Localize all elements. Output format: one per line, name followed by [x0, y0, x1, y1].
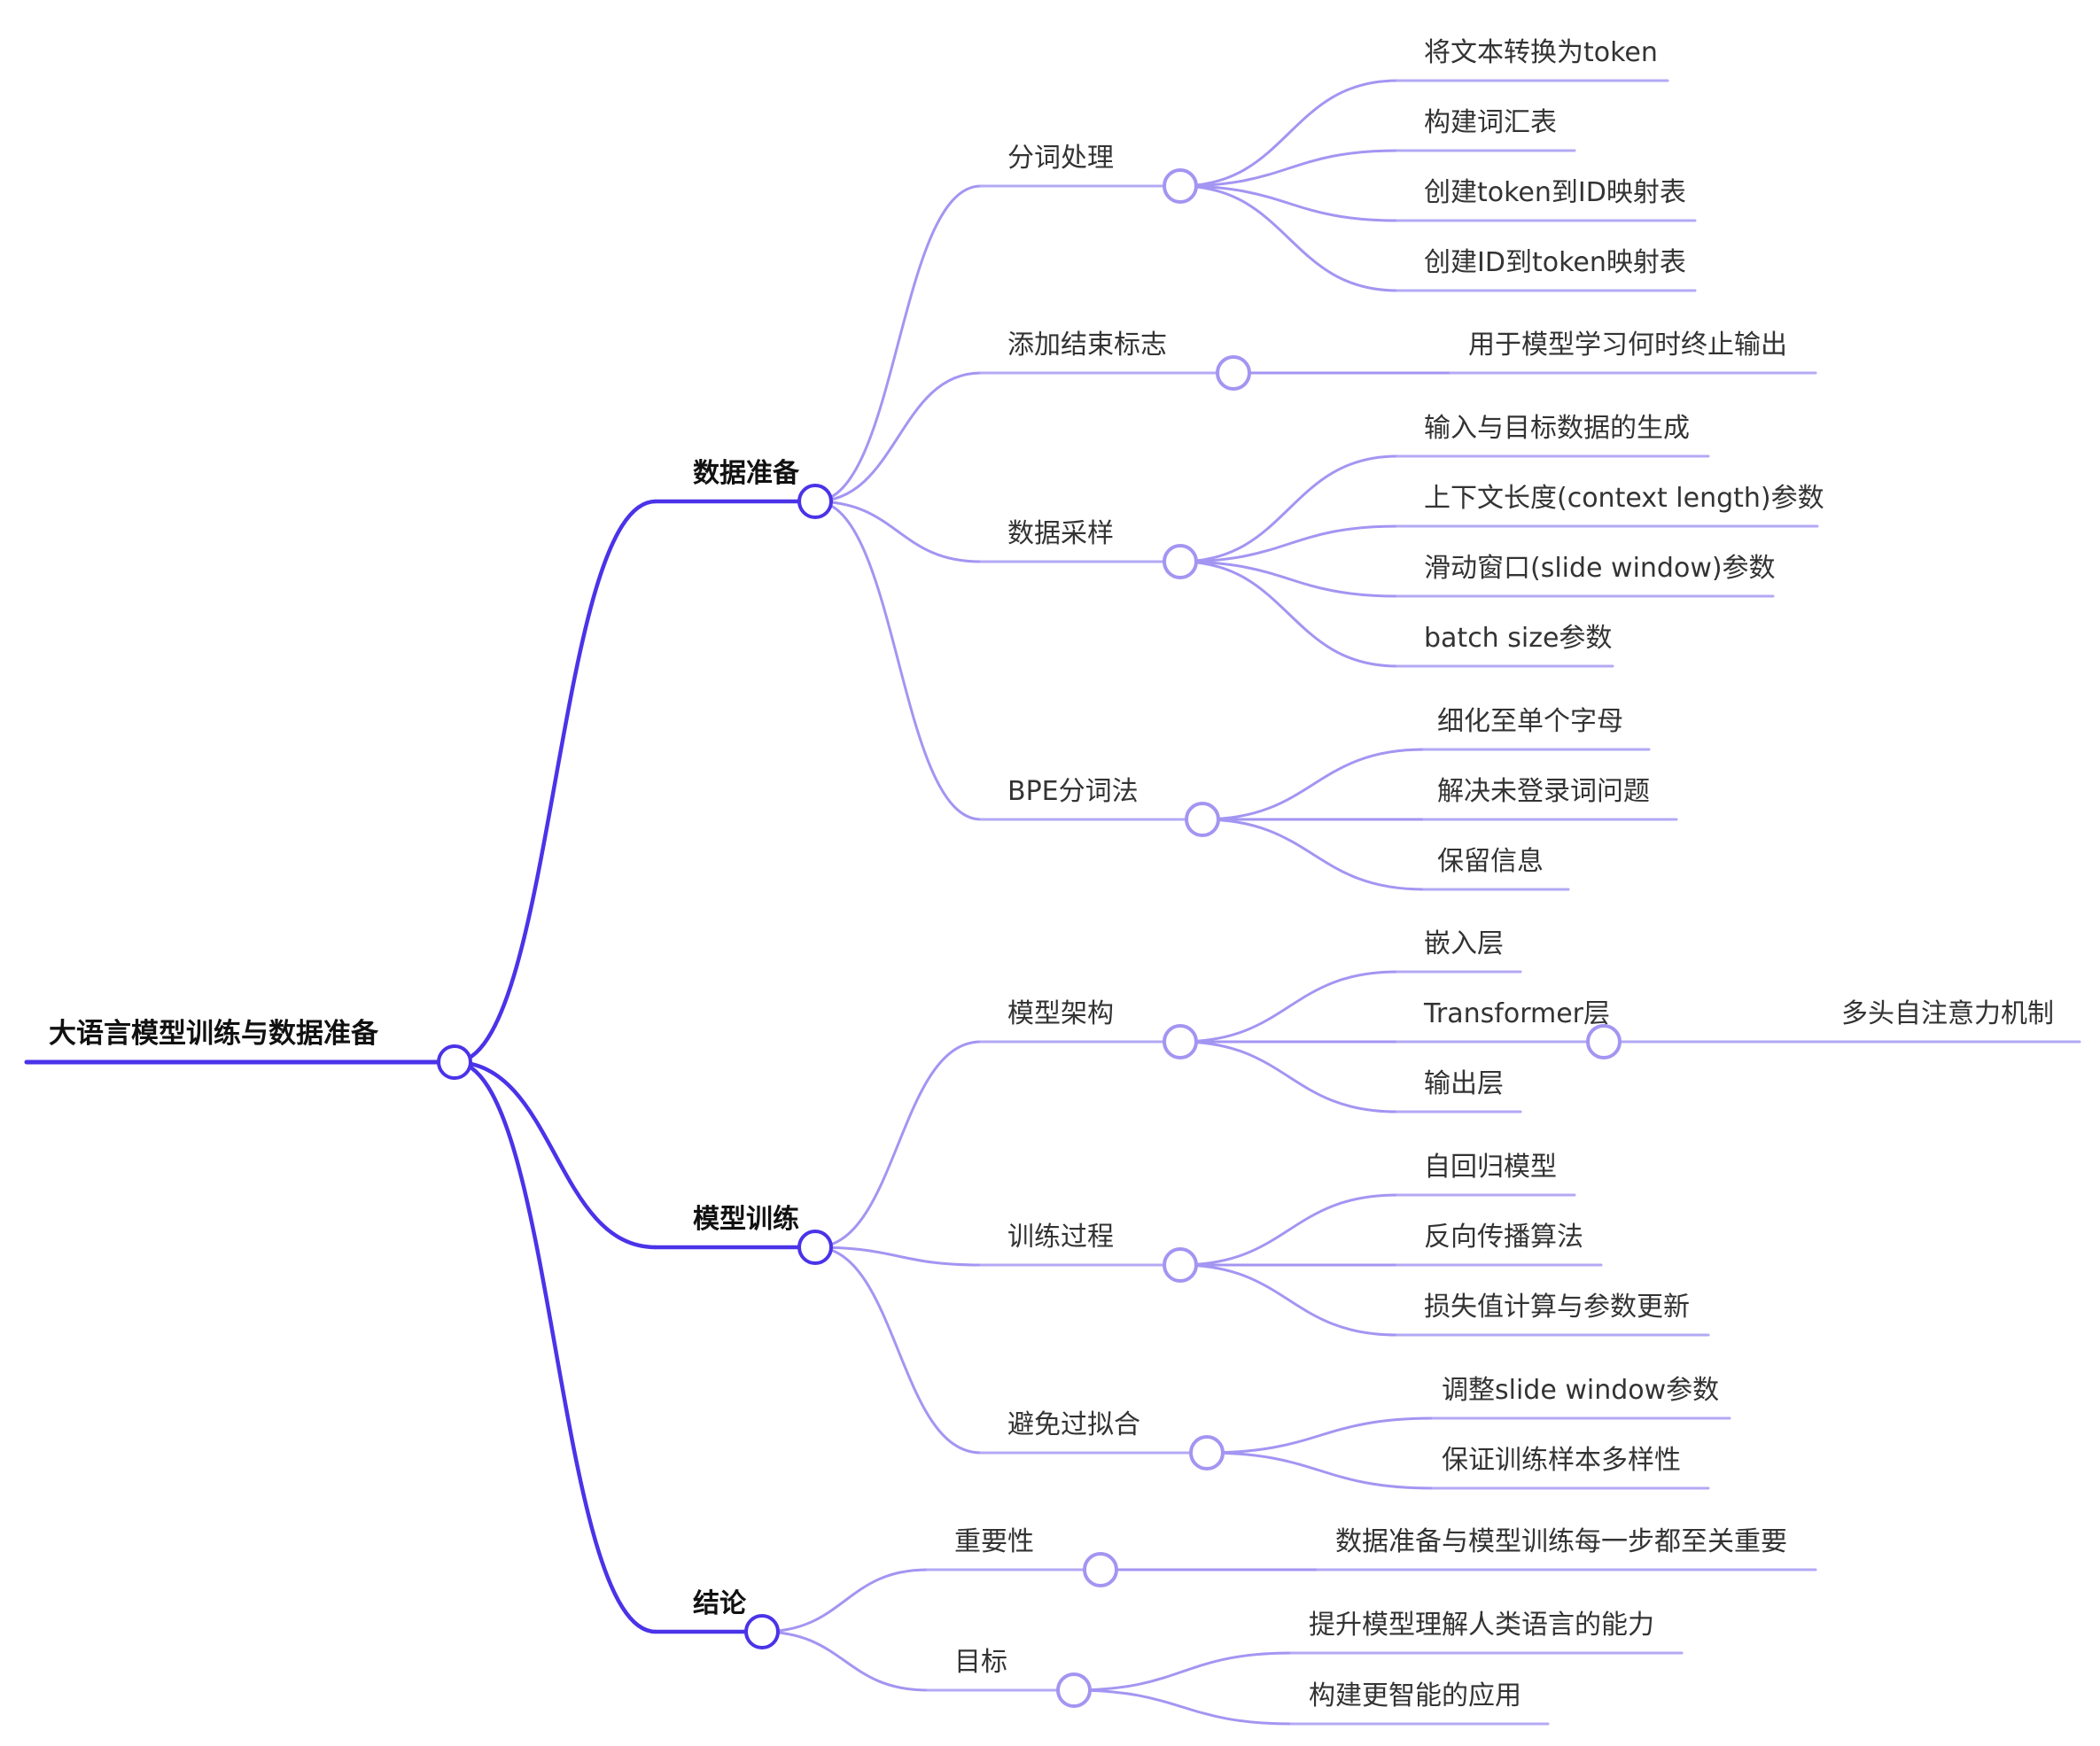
node-label[interactable]: BPE分词法 — [1007, 776, 1139, 807]
root-label[interactable]: 大语言模型训练与数据准备 — [49, 1018, 379, 1050]
node-label[interactable]: 创建ID到token映射表 — [1424, 247, 1686, 278]
edge — [814, 371, 982, 503]
edge — [1202, 748, 1425, 821]
node-label[interactable]: 损失值计算与参数更新 — [1424, 1292, 1690, 1323]
edge — [814, 1245, 982, 1455]
expand-toggle[interactable] — [797, 484, 833, 519]
node-label[interactable]: 反向传播算法 — [1424, 1222, 1583, 1253]
edge — [1202, 818, 1425, 891]
edge — [1179, 560, 1398, 668]
expand-toggle[interactable] — [1163, 1247, 1198, 1283]
node-label[interactable]: 嵌入层 — [1424, 928, 1504, 959]
node-label[interactable]: 调整slide window参数 — [1442, 1375, 1719, 1406]
node-label[interactable]: 输出层 — [1424, 1068, 1504, 1099]
edge — [761, 1630, 929, 1692]
node-label[interactable]: 数据准备与模型训练每一步都至关重要 — [1335, 1526, 1787, 1557]
node-label[interactable]: 上下文长度(context length)参数 — [1424, 483, 1824, 514]
edge — [1179, 1263, 1398, 1337]
node-label[interactable]: 保证训练样本多样性 — [1442, 1445, 1681, 1476]
expand-toggle[interactable] — [744, 1614, 780, 1649]
node-label[interactable]: 提升模型理解人类语言的能力 — [1309, 1610, 1654, 1641]
edge — [1179, 560, 1398, 598]
edge — [1179, 79, 1398, 188]
edge — [1179, 1040, 1398, 1114]
edge — [1179, 454, 1398, 563]
edge — [454, 1059, 657, 1250]
node-circle-layer — [437, 168, 1622, 1708]
expand-toggle[interactable] — [1163, 544, 1198, 579]
edge — [814, 1245, 982, 1267]
node-label[interactable]: batch size参数 — [1424, 623, 1612, 654]
expand-toggle[interactable] — [1189, 1435, 1225, 1471]
edge — [454, 1059, 657, 1634]
node-label[interactable]: 结论 — [693, 1588, 747, 1619]
expand-toggle[interactable] — [1216, 355, 1251, 391]
edge — [1206, 1451, 1434, 1490]
node-label[interactable]: 避免过拟合 — [1007, 1409, 1140, 1440]
node-label[interactable]: 滑动窗口(slide window)参数 — [1424, 553, 1776, 584]
node-label[interactable]: 自回归模型 — [1424, 1152, 1557, 1183]
label-layer: 大语言模型训练与数据准备 数据准备 分词处理 将文本转换为token 构建词汇表创建to… — [49, 37, 2054, 1711]
edge — [1179, 524, 1398, 563]
node-label[interactable]: 模型训练 — [693, 1204, 799, 1235]
node-label[interactable]: 构建词汇表 — [1424, 107, 1557, 138]
expand-toggle[interactable] — [1163, 1024, 1198, 1059]
node-label[interactable]: 模型架构 — [1007, 998, 1114, 1029]
expand-toggle[interactable] — [1185, 802, 1220, 837]
edge — [454, 499, 657, 1065]
expand-toggle[interactable] — [1083, 1552, 1118, 1587]
edge — [1179, 970, 1398, 1044]
node-label[interactable]: 将文本转换为token — [1424, 37, 1658, 68]
node-label[interactable]: Transformer层 — [1423, 998, 1610, 1029]
edge — [1179, 184, 1398, 292]
edge — [814, 184, 982, 503]
node-label[interactable]: 解决未登录词问题 — [1437, 776, 1650, 807]
edge — [814, 1040, 982, 1249]
node-label[interactable]: 多头自注意力机制 — [1841, 998, 2054, 1029]
edge — [1179, 184, 1398, 222]
edge — [814, 500, 982, 563]
node-label[interactable]: 数据采样 — [1007, 518, 1114, 549]
node-label[interactable]: 训练过程 — [1007, 1222, 1114, 1253]
expand-toggle[interactable] — [1586, 1024, 1622, 1059]
edge-layer — [454, 79, 1606, 1726]
node-label[interactable]: 分词处理 — [1007, 143, 1114, 174]
node-label[interactable]: 创建token到ID映射表 — [1424, 177, 1686, 208]
expand-toggle[interactable] — [1163, 168, 1198, 204]
node-label[interactable]: 数据准备 — [693, 458, 800, 489]
expand-toggle[interactable] — [437, 1044, 472, 1080]
node-label[interactable]: 构建更智能的应用 — [1309, 1680, 1521, 1711]
node-label[interactable]: 重要性 — [954, 1526, 1034, 1557]
edge — [1073, 1688, 1292, 1726]
node-label[interactable]: 目标 — [954, 1647, 1007, 1678]
node-label[interactable]: 添加结束标志 — [1007, 330, 1167, 361]
edge — [1206, 1416, 1434, 1455]
edge — [1179, 149, 1398, 188]
expand-toggle[interactable] — [797, 1230, 833, 1265]
underline-layer — [24, 79, 2081, 1726]
expand-toggle[interactable] — [1056, 1672, 1092, 1708]
node-label[interactable]: 用于模型学习何时终止输出 — [1468, 330, 1787, 361]
edge — [814, 500, 982, 821]
edge — [1179, 1193, 1398, 1267]
node-label[interactable]: 输入与目标数据的生成 — [1424, 413, 1690, 444]
node-label[interactable]: 保留信息 — [1437, 846, 1544, 877]
edge — [1073, 1651, 1292, 1692]
edge — [761, 1568, 929, 1633]
node-label[interactable]: 细化至单个字母 — [1437, 706, 1623, 737]
